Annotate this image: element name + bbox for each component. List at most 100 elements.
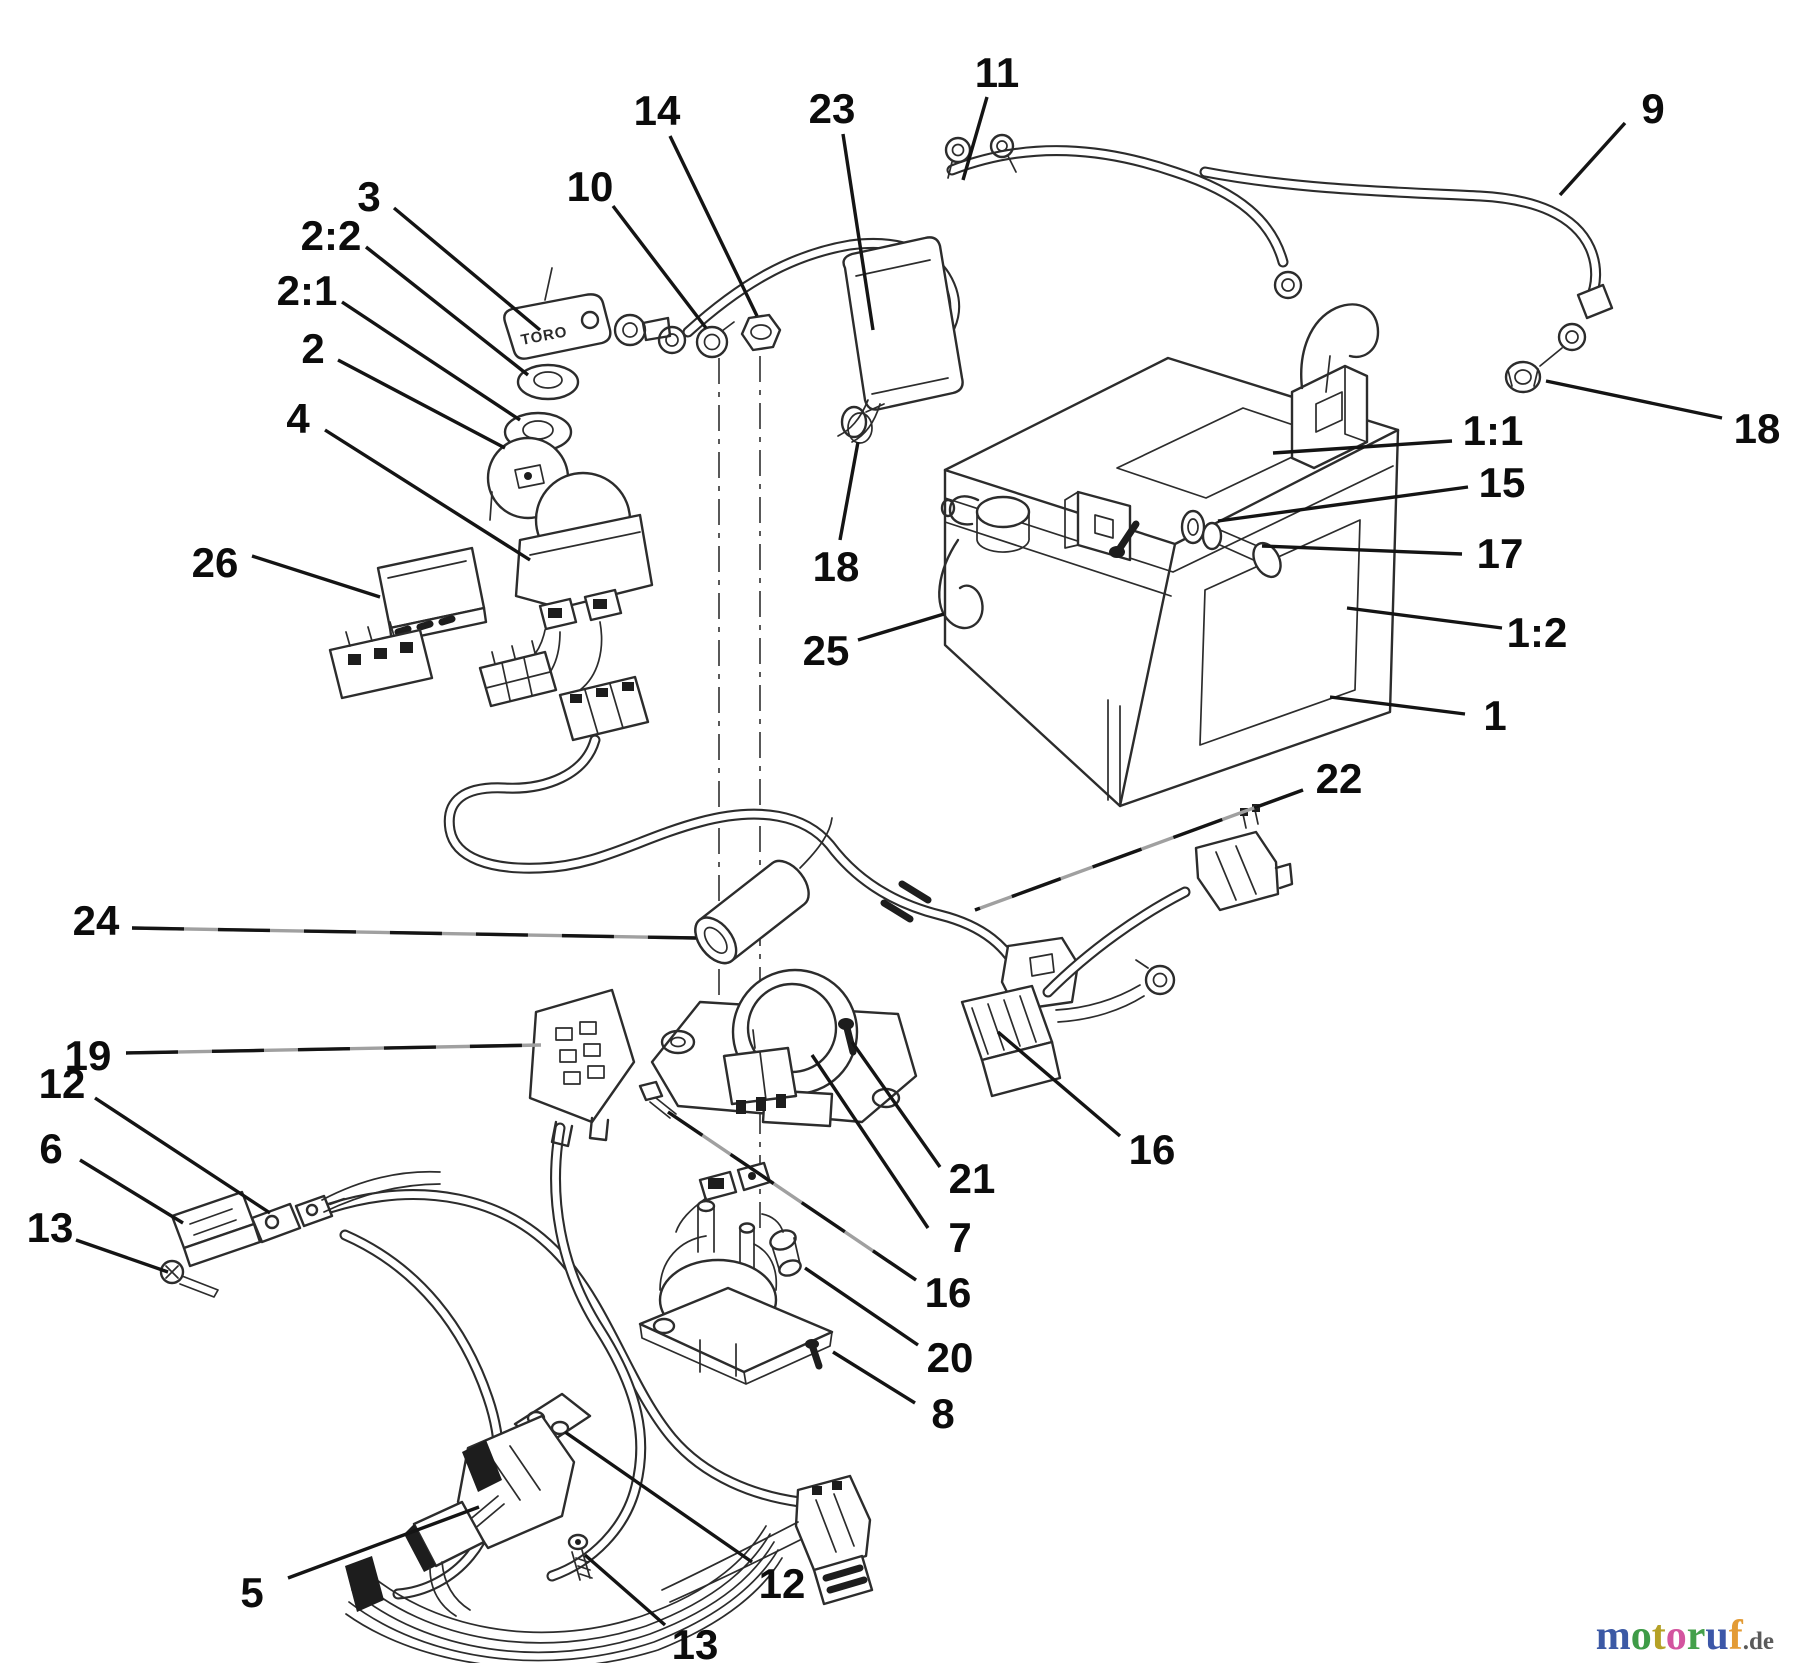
battery-j-hook-25: [938, 538, 984, 630]
callout-leader-7: [810, 1054, 930, 1229]
callout-1-1: 1:1: [1463, 407, 1524, 454]
callout-leader-11: [961, 96, 989, 181]
callout-16-bottom: 16: [925, 1269, 972, 1316]
watermark-letter: t: [1651, 1613, 1666, 1659]
callout-12-bottom: 12: [759, 1560, 806, 1607]
callout-leader-22: [974, 788, 1304, 912]
rubber-boot-24: [694, 817, 833, 965]
callout-leader-26: [251, 554, 381, 599]
inline-connector-12: [250, 1202, 302, 1244]
motoruf-watermark-logo: motoruf.de: [1596, 1615, 1774, 1657]
callout-leader-15: [1217, 485, 1469, 523]
callout-13-left: 13: [27, 1204, 74, 1251]
callout-leader-20: [804, 1266, 919, 1347]
callout-16-right: 16: [1129, 1126, 1176, 1173]
callout-8: 8: [931, 1390, 954, 1437]
callout-20: 20: [927, 1334, 974, 1381]
callout-leader-6: [79, 1158, 184, 1225]
solenoid-terminal-20: [761, 1213, 802, 1277]
key-ring-hole: [580, 310, 600, 330]
battery-bolt-15-17: [1180, 509, 1282, 579]
callout-leader-14: [668, 135, 759, 317]
switch-connector-b: [558, 675, 650, 742]
ignition-key: [503, 293, 612, 360]
callout-leader-10: [611, 204, 708, 330]
callout-19: 19: [65, 1032, 112, 1079]
callout-3: 3: [357, 173, 380, 220]
callout-1: 1: [1483, 692, 1506, 739]
callout-leader-12-bottom: [564, 1430, 753, 1564]
callout-2-2: 2:2: [301, 212, 362, 259]
callout-leader-13-bottom: [583, 1553, 667, 1627]
relay-19: [528, 988, 636, 1148]
watermark-letter: r: [1686, 1613, 1706, 1659]
callout-4: 4: [286, 395, 310, 442]
callout-26: 26: [192, 539, 239, 586]
callout-1-2: 1:2: [1507, 609, 1568, 656]
callout-leader-18-top: [838, 441, 860, 541]
axis-connector-block: [675, 1029, 798, 1233]
callout-leader-16-right: [996, 1030, 1122, 1138]
connector-group-5: [404, 1392, 593, 1617]
callout-leader-23: [841, 133, 875, 331]
callout-leader-9: [1558, 121, 1627, 197]
callout-2-1: 2:1: [277, 267, 338, 314]
fuse-holder-16: [960, 886, 1191, 1098]
bolt-16: [638, 1080, 664, 1102]
fuse-link-assembly: [159, 1170, 441, 1298]
callout-17: 17: [1477, 530, 1524, 577]
hex-nut-14: [740, 313, 782, 352]
connector-pair-bottom-right: [661, 1474, 874, 1606]
callout-6: 6: [39, 1125, 62, 1172]
flange-nut-18: [1504, 360, 1542, 394]
callout-leader-19: [125, 1043, 542, 1055]
callout-7: 7: [948, 1214, 971, 1261]
switch-connector-a: [478, 650, 558, 708]
callout-leader-2-2: [364, 245, 530, 377]
watermark-letter: o: [1630, 1613, 1652, 1659]
callout-leader-2-1: [341, 300, 521, 422]
callout-leader-24: [131, 926, 697, 940]
callout-15: 15: [1479, 459, 1526, 506]
callout-21: 21: [949, 1155, 996, 1202]
callout-9: 9: [1641, 85, 1664, 132]
battery-cable-11: [944, 133, 1303, 300]
watermark-letter: f: [1728, 1613, 1743, 1659]
screw-13: [159, 1259, 219, 1298]
callout-25: 25: [803, 627, 850, 674]
callout-18-top: 18: [813, 543, 860, 590]
callout-leader-16-bottom: [667, 1110, 917, 1282]
callout-leader-5: [287, 1505, 480, 1580]
terminal-rings-and-nut: [613, 313, 782, 359]
callout-leader-25: [857, 612, 945, 642]
callout-leader-1: [1329, 695, 1466, 716]
harness-connector-22: [1194, 804, 1294, 912]
callout-23: 23: [809, 85, 856, 132]
callout-leader-1-1: [1272, 439, 1453, 455]
callout-leader-1-2: [1346, 606, 1503, 630]
ignition-key-switch-assembly: TORO: [478, 267, 654, 742]
screw-13-bottom: [567, 1533, 593, 1581]
watermark-letter: m: [1595, 1613, 1631, 1659]
callout-22: 22: [1316, 755, 1363, 802]
watermark-letter: o: [1665, 1613, 1687, 1659]
battery: [938, 303, 1400, 808]
callout-10: 10: [567, 163, 614, 210]
callout-leader-3: [392, 206, 542, 332]
callout-leader-8: [832, 1350, 916, 1405]
watermark-suffix: .de: [1742, 1628, 1774, 1655]
callout-18-right: 18: [1734, 405, 1781, 452]
watermark-letter: u: [1705, 1613, 1729, 1659]
callout-13-bottom: 13: [672, 1621, 719, 1663]
callout-14: 14: [634, 87, 681, 134]
callout-leader-17: [1261, 544, 1463, 556]
callout-11: 11: [975, 49, 1019, 96]
ring-terminal-10: [695, 325, 729, 359]
battery-cable-23: [682, 236, 964, 444]
battery-cable-9: [1199, 166, 1614, 394]
battery-terminal-post: [975, 495, 1031, 529]
callout-2: 2: [301, 325, 324, 372]
interlock-module-26: [328, 546, 488, 700]
